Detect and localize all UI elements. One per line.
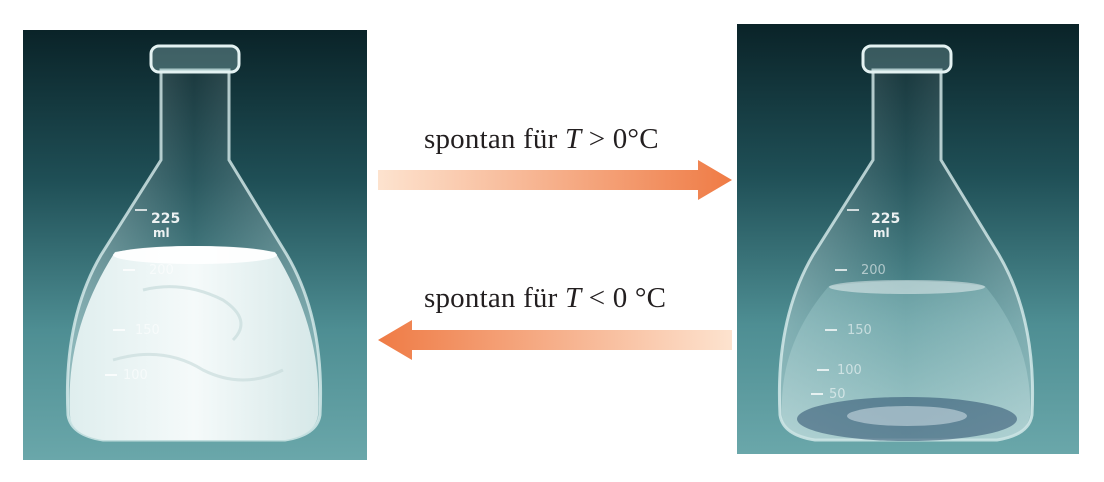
arrow-right-icon <box>378 160 732 200</box>
graduation-mark-label: 200 <box>149 263 174 278</box>
graduation-top-label: 225 <box>151 211 180 227</box>
reverse-caption-relation: < 0 °C <box>581 282 667 314</box>
reverse-caption: spontan für T < 0 °C <box>424 282 666 315</box>
graduation-mark-label: 150 <box>847 323 872 338</box>
graduation-mark-label: 100 <box>837 363 862 378</box>
forward-caption: spontan für T > 0°C <box>424 123 659 156</box>
forward-caption-variable: T <box>564 123 582 155</box>
water-flask-photo: 225 ml 200 150 100 50 <box>737 24 1079 454</box>
graduation-unit-label: ml <box>153 226 170 240</box>
graduation-mark-label: 200 <box>861 263 886 278</box>
graduation-mark-label: 50 <box>829 387 846 402</box>
ice-flask-illustration: 225 ml 200 150 100 <box>23 30 367 460</box>
forward-caption-relation: > 0°C <box>581 123 659 155</box>
arrow-left-icon <box>378 320 732 360</box>
forward-caption-prefix: spontan für <box>424 123 565 155</box>
water-flask-illustration: 225 ml 200 150 100 50 <box>737 24 1079 454</box>
reverse-caption-variable: T <box>564 282 582 314</box>
graduation-unit-label: ml <box>873 226 890 240</box>
ice-flask-photo: 225 ml 200 150 100 <box>23 30 367 460</box>
reverse-caption-prefix: spontan für <box>424 282 565 314</box>
graduation-mark-label: 150 <box>135 323 160 338</box>
graduation-top-label: 225 <box>871 211 900 227</box>
graduation-mark-label: 100 <box>123 368 148 383</box>
